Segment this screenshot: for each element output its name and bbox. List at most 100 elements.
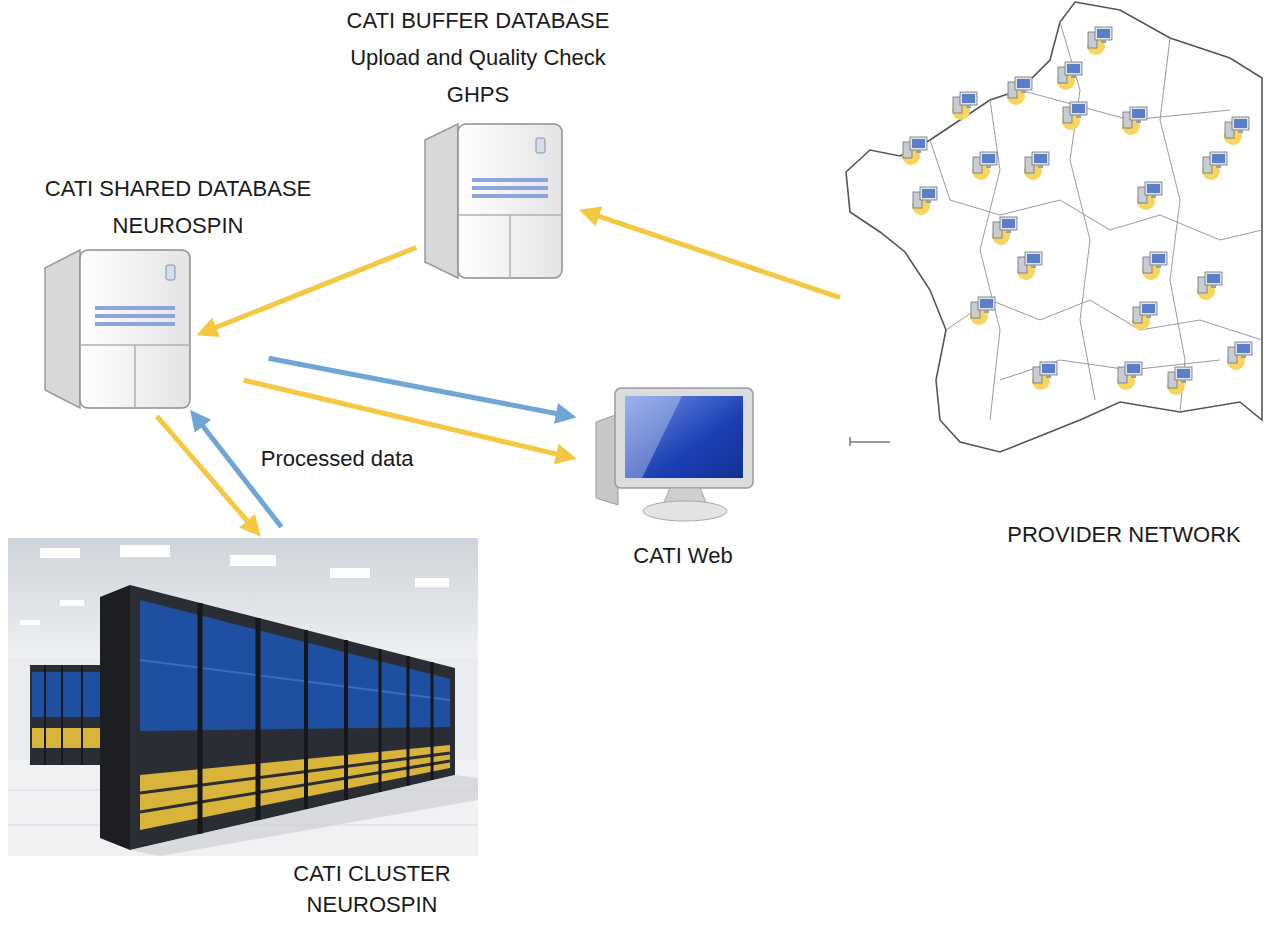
server-icon — [45, 250, 80, 408]
cluster-photo — [32, 672, 103, 717]
france-map — [930, 140, 1262, 240]
node-heading: CATI BUFFER DATABASEUpload and Quality C… — [347, 2, 610, 113]
cluster-photo — [140, 600, 450, 731]
cluster-photo — [60, 600, 84, 606]
computer-icon — [643, 501, 727, 521]
cluster-photo — [407, 656, 410, 786]
cluster-photo — [256, 618, 261, 820]
server-icon — [509, 215, 511, 278]
cluster-photo — [431, 662, 434, 780]
cluster-photo — [304, 630, 308, 809]
france-map — [1024, 152, 1049, 180]
node-heading: CATI SHARED DATABASENEUROSPIN — [45, 170, 312, 244]
cluster-photo — [8, 538, 478, 856]
flow-arrow — [269, 358, 571, 416]
server-icon — [80, 250, 190, 408]
cluster-photo — [40, 548, 80, 558]
france-map — [1087, 27, 1112, 55]
cluster-photo — [20, 620, 40, 625]
node-label: CATI Web — [633, 541, 732, 571]
node-label: CATI CLUSTER — [293, 858, 450, 889]
france-map — [1142, 252, 1167, 280]
france-map — [1167, 367, 1192, 395]
cluster-photo — [140, 660, 450, 700]
france-map — [1032, 362, 1057, 390]
france-map — [1224, 117, 1249, 145]
cluster-photo — [44, 665, 46, 765]
server-icon — [458, 124, 562, 278]
flow-arrow — [269, 358, 571, 416]
france-map — [970, 297, 995, 325]
flow-arrow — [585, 212, 840, 298]
france-map — [1137, 182, 1162, 210]
server-icon — [425, 124, 562, 278]
cluster-photo — [32, 728, 103, 748]
server-icon — [472, 194, 548, 198]
shared-server: CATI SHARED DATABASENEUROSPIN — [40, 245, 195, 410]
france-map — [1007, 77, 1032, 105]
buffer-server: CATI BUFFER DATABASEUpload and Quality C… — [420, 118, 568, 278]
web-computer: CATI Web — [590, 385, 755, 525]
cluster-photo — [379, 649, 382, 792]
france-map — [1160, 38, 1185, 412]
france-map — [992, 217, 1017, 245]
flow-arrow — [202, 248, 416, 333]
france-map — [1057, 62, 1082, 90]
france-map — [1117, 362, 1142, 390]
france-map — [952, 92, 977, 120]
node-label: Upload and Quality Check — [347, 39, 610, 76]
provider-map: PROVIDER NETWORK — [840, 0, 1264, 480]
server-icon — [472, 186, 548, 190]
node-heading: CATI CLUSTERNEUROSPIN — [293, 858, 450, 920]
edge-label: Processed data — [258, 445, 417, 473]
flow-arrow — [585, 212, 840, 298]
france-map — [849, 437, 851, 446]
node-label: NEUROSPIN — [45, 207, 312, 244]
computer-icon — [615, 388, 753, 488]
cluster-photo — [330, 568, 370, 578]
server-icon — [425, 124, 458, 278]
france-map — [902, 137, 927, 165]
node-heading: CATI Web — [633, 541, 732, 571]
france-map — [846, 2, 1262, 452]
france-map — [1197, 272, 1222, 300]
cluster-photo — [81, 665, 83, 765]
computer-icon — [596, 388, 753, 521]
node-label: GHPS — [347, 76, 610, 113]
server-icon — [95, 314, 175, 318]
france-map — [1122, 107, 1147, 135]
cluster-photo — [198, 603, 203, 834]
computer-icon — [625, 396, 682, 478]
flow-arrow — [202, 248, 416, 333]
server-icon — [536, 138, 545, 153]
cluster-photo: CATI CLUSTERNEUROSPIN — [8, 538, 478, 856]
node-label: PROVIDER NETWORK — [1007, 520, 1240, 550]
node-label: NEUROSPIN — [293, 889, 450, 920]
node-label: CATI SHARED DATABASE — [45, 170, 312, 207]
server-icon — [472, 178, 548, 182]
france-map — [972, 152, 997, 180]
cluster-photo — [100, 585, 130, 850]
france-map — [846, 2, 1262, 452]
france-map — [912, 187, 937, 215]
france-map — [980, 100, 1000, 420]
cluster-photo — [30, 665, 105, 765]
cluster-photo — [8, 538, 478, 856]
france-map — [1227, 342, 1252, 370]
server-icon — [95, 322, 175, 326]
cluster-photo — [230, 555, 276, 566]
cluster-photo — [344, 640, 348, 800]
cluster-photo — [61, 665, 63, 765]
france-map — [1062, 102, 1087, 130]
france-map — [1132, 302, 1157, 330]
server-icon — [45, 250, 190, 408]
node-label: CATI BUFFER DATABASE — [347, 2, 610, 39]
server-icon — [95, 306, 175, 310]
cluster-photo — [415, 578, 449, 587]
cluster-photo — [130, 775, 478, 856]
server-icon — [166, 265, 175, 280]
server-icon — [134, 345, 136, 408]
